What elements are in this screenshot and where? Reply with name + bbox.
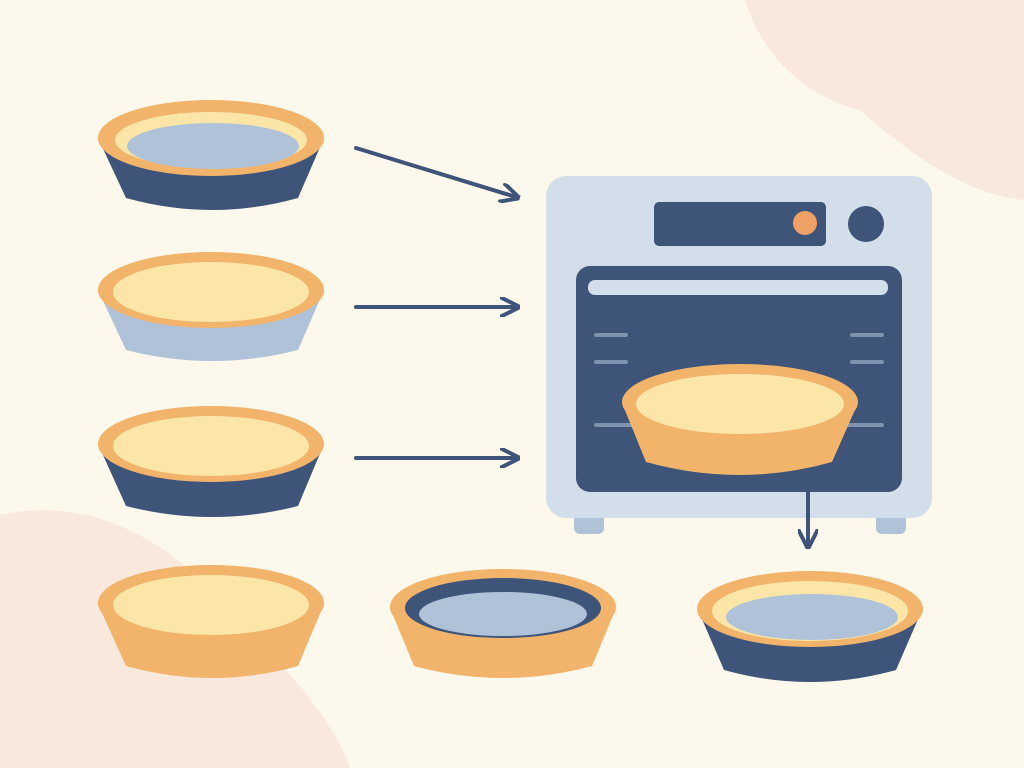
tart-shell-1 (98, 565, 324, 678)
tart-pan-3 (98, 406, 324, 517)
oven-control-panel (654, 202, 826, 246)
oven-knob-icon (793, 211, 817, 235)
tart-pan-2 (98, 252, 324, 361)
tart-pan-1 (98, 100, 324, 210)
oven-dial-icon (848, 206, 884, 242)
tart-shell-3 (697, 571, 923, 682)
oven-tart (622, 364, 858, 475)
background-blob-top-right (745, 0, 1024, 200)
tart-shell-2 (390, 569, 616, 678)
oven-handle (588, 280, 888, 295)
arrow-1 (354, 146, 516, 197)
oven (546, 176, 932, 534)
